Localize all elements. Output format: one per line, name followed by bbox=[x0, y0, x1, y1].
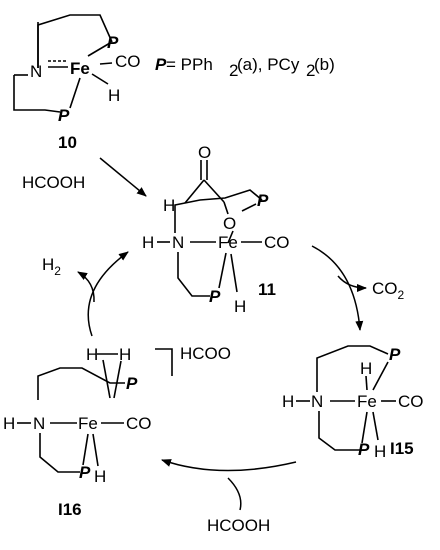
definition-middle: (a), PCy bbox=[237, 55, 300, 74]
nitrogen-atom-i15: N bbox=[311, 392, 323, 411]
phosphorus-upper-10: P bbox=[107, 33, 119, 52]
hydride-upper-i15: H bbox=[360, 359, 372, 378]
reagent-hcooh-top: HCOOH bbox=[22, 173, 85, 192]
arrow-11-to-i15 bbox=[311, 245, 364, 331]
iron-atom-10: Fe bbox=[70, 59, 90, 78]
arrow-hcooh-incoming bbox=[227, 477, 242, 511]
hydride-11: H bbox=[234, 297, 246, 316]
compound-i15-structure: H P H N Fe CO P H bbox=[282, 345, 424, 461]
compound-label-10: 10 bbox=[58, 133, 77, 152]
phosphorus-lower-10: P bbox=[58, 106, 70, 125]
arrow-co2-release bbox=[337, 275, 367, 292]
product-h2: H2 bbox=[42, 255, 61, 278]
definition-sub-b: 2 bbox=[306, 61, 315, 80]
compound-10-structure: N Fe CO H P P bbox=[13, 14, 141, 125]
definition-equals: = PPh bbox=[166, 55, 213, 74]
product-co2: CO2 bbox=[372, 279, 405, 302]
dihydrogen-h2-i16: H bbox=[119, 345, 131, 364]
compound-i16-structure: H H P H N Fe CO P H HCOO bbox=[3, 344, 231, 486]
amine-hydrogen-11: H bbox=[142, 233, 154, 252]
compound-label-11: 11 bbox=[258, 280, 276, 299]
ligand-definition: P = PPh 2 (a), PCy 2 (b) bbox=[155, 55, 335, 80]
oxygen-bound-11: O bbox=[223, 214, 236, 233]
phosphorus-lower-i16: P bbox=[79, 463, 91, 482]
nitrogen-atom-10: N bbox=[30, 62, 42, 81]
phosphorus-lower-i15: P bbox=[358, 440, 370, 459]
phosphorus-upper-i16: P bbox=[126, 374, 138, 393]
definition-sub-a: 2 bbox=[229, 61, 238, 80]
nitrogen-atom-11: N bbox=[172, 233, 184, 252]
carbonyl-10: CO bbox=[115, 52, 141, 71]
hydride-lower-i15: H bbox=[374, 442, 386, 461]
carbonyl-11: CO bbox=[264, 233, 290, 252]
amine-hydrogen-i15: H bbox=[282, 392, 294, 411]
reagent-hcooh-bottom: HCOOH bbox=[207, 516, 270, 535]
definition-tail: (b) bbox=[314, 55, 335, 74]
amine-hydrogen-i16: H bbox=[3, 414, 15, 433]
compound-label-i16: I16 bbox=[58, 500, 82, 519]
hydride-i16: H bbox=[94, 467, 106, 486]
arrow-h2-release bbox=[77, 271, 95, 303]
carbonyl-i16: CO bbox=[126, 414, 152, 433]
iron-atom-11: Fe bbox=[218, 233, 238, 252]
formyl-hydrogen-11: H bbox=[163, 196, 175, 215]
arrow-10-to-11 bbox=[99, 157, 147, 197]
phosphorus-upper-i15: P bbox=[389, 345, 401, 364]
iron-atom-i16: Fe bbox=[78, 414, 98, 433]
phosphorus-upper-11: P bbox=[257, 191, 269, 210]
compound-11-structure: O H O P H N Fe CO P H bbox=[142, 143, 290, 316]
iron-atom-i15: Fe bbox=[357, 392, 377, 411]
phosphorus-lower-11: P bbox=[209, 287, 221, 306]
compound-label-i15: I15 bbox=[390, 439, 414, 458]
hydride-10: H bbox=[108, 86, 120, 105]
nitrogen-atom-i16: N bbox=[33, 414, 45, 433]
arrow-i15-to-i16 bbox=[161, 459, 297, 472]
carbonyl-i15: CO bbox=[398, 392, 424, 411]
dihydrogen-h1-i16: H bbox=[86, 345, 98, 364]
counterion-hcoo: HCOO bbox=[180, 344, 231, 363]
oxygen-formyl-11: O bbox=[198, 143, 211, 162]
definition-p-symbol: P bbox=[155, 55, 167, 74]
